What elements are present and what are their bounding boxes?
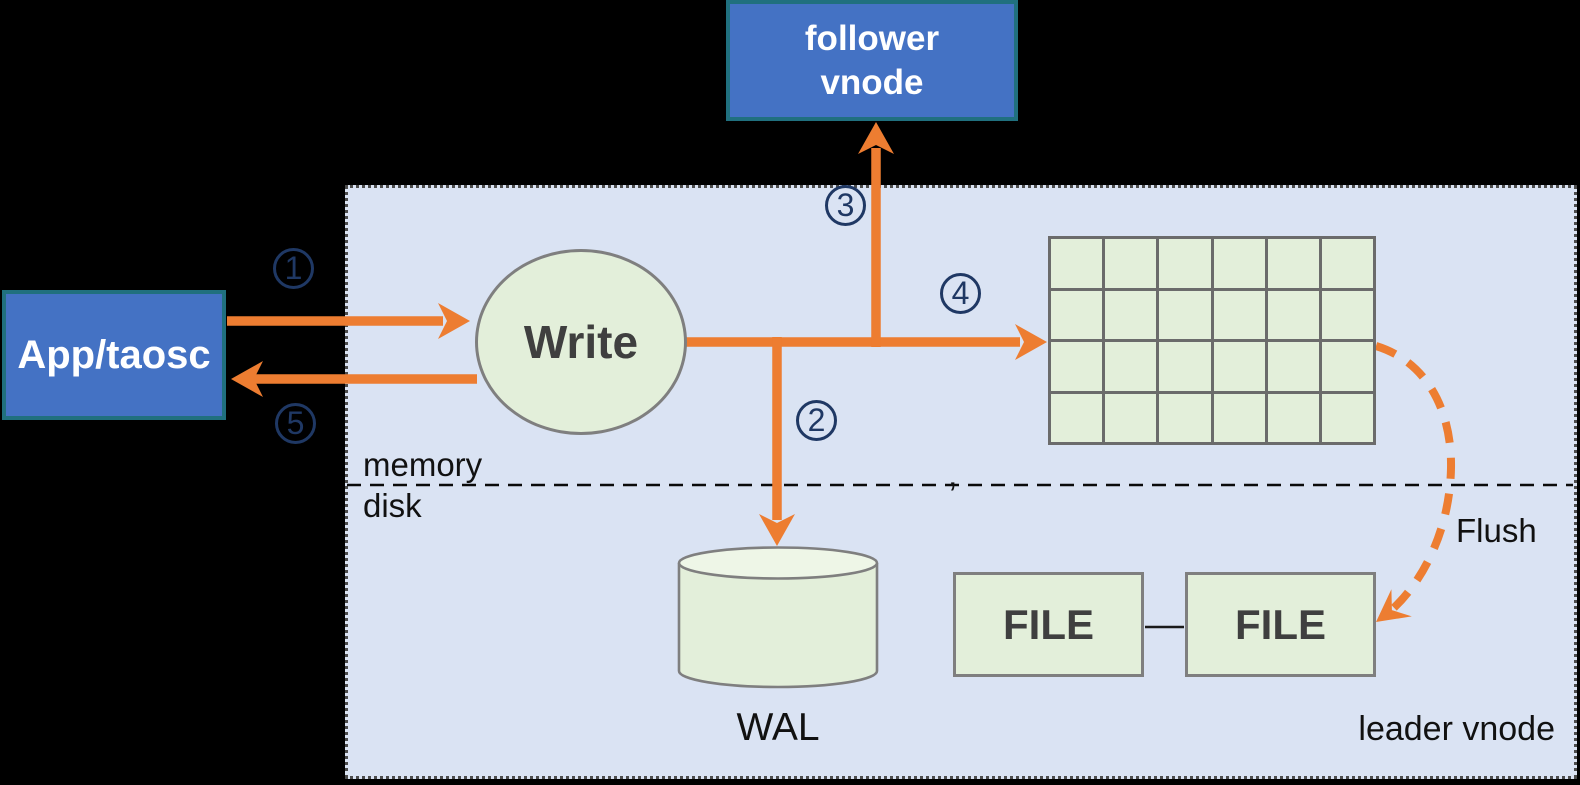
mem-table-cell	[1267, 342, 1319, 391]
mem-table-cell	[1051, 393, 1103, 442]
mem-table-cell	[1213, 239, 1265, 288]
mem-table-cell	[1213, 342, 1265, 391]
mem-table-cell	[1051, 239, 1103, 288]
flush-arrow-head	[1376, 589, 1412, 622]
wal-cylinder-top	[677, 546, 879, 580]
follower-vnode-box: follower vnode	[726, 0, 1018, 121]
wal-label: WAL	[736, 706, 820, 749]
mem-table-cell	[1105, 290, 1157, 339]
mem-table-cell	[1105, 393, 1157, 442]
arrow-2-head	[759, 514, 795, 546]
mem-table-cell	[1321, 342, 1373, 391]
arrow-1-head	[438, 303, 470, 339]
write-node: Write	[475, 249, 687, 435]
flush-arc	[1374, 342, 1456, 618]
mem-table-cell	[1213, 290, 1265, 339]
mem-table-cell	[1267, 290, 1319, 339]
follower-vnode-label-line2: vnode	[820, 62, 924, 102]
mem-table-cell	[1051, 290, 1103, 339]
arrow-5-head	[231, 361, 263, 397]
step-badge-5: 5	[275, 403, 316, 444]
file-box-1: FILE	[953, 572, 1144, 677]
arrow-3-head	[858, 122, 894, 154]
mem-table-cell	[1159, 342, 1211, 391]
mem-table	[1048, 236, 1376, 445]
mem-table-cell	[1321, 393, 1373, 442]
step-badge-3: 3	[825, 185, 866, 226]
mem-table-cell	[1321, 239, 1373, 288]
step-badge-1: 1	[273, 248, 314, 289]
arrow-4-head	[1015, 324, 1047, 360]
memory-label: memory	[363, 446, 483, 483]
file-2-label: FILE	[1235, 600, 1326, 648]
mem-table-cell	[1213, 393, 1265, 442]
mem-table-cell	[1321, 290, 1373, 339]
mem-table-cell	[1105, 239, 1157, 288]
follower-vnode-label-line1: follower	[804, 18, 940, 58]
step-badge-2: 2	[796, 400, 837, 441]
file-box-2: FILE	[1185, 572, 1376, 677]
wal-cylinder-body	[677, 563, 879, 689]
mem-table-cell	[1267, 393, 1319, 442]
write-label: Write	[523, 316, 639, 368]
app-taosc-box: App/taosc	[2, 290, 226, 420]
disk-label: disk	[363, 487, 422, 524]
leader-vnode-label: leader vnode	[1358, 710, 1555, 748]
mem-table-cell	[1105, 342, 1157, 391]
mem-table-cell	[1267, 239, 1319, 288]
flush-label: Flush	[1456, 512, 1537, 549]
mem-table-cell	[1159, 393, 1211, 442]
app-taosc-label: App/taosc	[17, 332, 211, 377]
file-1-label: FILE	[1003, 600, 1094, 648]
mem-table-cell	[1051, 342, 1103, 391]
mem-table-cell	[1159, 290, 1211, 339]
step-badge-4: 4	[940, 273, 981, 314]
divider-comma-mark: ,	[948, 456, 958, 494]
mem-table-cell	[1159, 239, 1211, 288]
